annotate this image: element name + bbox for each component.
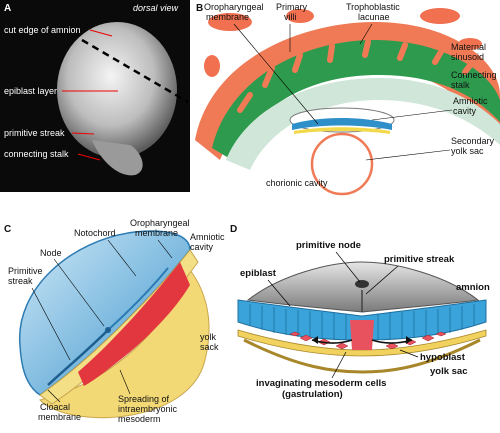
leader-line — [335, 251, 361, 283]
amnion-cut-dashed-line — [81, 38, 189, 104]
label-connecting-stalk: connecting stalk — [4, 149, 69, 159]
label-c-node: Node — [40, 248, 62, 258]
leader-line — [365, 149, 451, 161]
notochord-line — [107, 267, 169, 331]
connecting-stalk-shape — [92, 140, 143, 176]
label-d-primitive-node: primitive node — [296, 240, 361, 251]
maternal-sinusoid — [286, 9, 314, 23]
secondary-yolk-sac — [310, 132, 374, 196]
primitive-streak-line — [47, 329, 109, 386]
leader-line — [53, 258, 105, 327]
hypoblast-cell-layer — [237, 329, 487, 357]
yolk-sac-line — [243, 338, 481, 374]
epiblast-layer — [292, 118, 392, 130]
leader-line — [119, 369, 131, 395]
leader-line — [77, 153, 101, 161]
leader-line — [233, 23, 319, 125]
label-d-yolk-sac: yolk sac — [430, 366, 468, 377]
panel-a: A dorsal view cut edge of amnion epiblas… — [0, 0, 190, 192]
invaginating-mesoderm — [350, 320, 374, 350]
maternal-sinusoid — [208, 13, 252, 31]
leader-line — [31, 287, 71, 361]
panel-d-letter: D — [230, 224, 237, 235]
leader-line — [359, 23, 373, 45]
leader-line — [71, 132, 95, 135]
cytotrophoblast-layer — [212, 40, 500, 160]
label-d-epiblast: epiblast — [240, 268, 277, 279]
leader-line — [47, 389, 61, 403]
leader-line — [267, 279, 291, 307]
primitive-node-pit — [355, 280, 369, 288]
label-d-amnion: amnion — [456, 282, 490, 293]
epiblast-cell-borders — [249, 304, 475, 340]
leader-line — [365, 265, 399, 295]
hypoblast-layer — [294, 127, 390, 134]
panel-d: D primitive node primitive streak epibla… — [230, 224, 490, 400]
label-d-primitive-streak: primitive streak — [384, 254, 455, 265]
mesoderm-arrowhead-left — [312, 336, 318, 344]
label-d-invaginating: invaginating mesoderm cells(gastrulation… — [256, 378, 386, 400]
maternal-sinusoid — [420, 8, 460, 24]
trophoblastic-lacunae — [237, 39, 477, 113]
yolk-sac-shape — [39, 268, 210, 419]
panel-a-letter: A — [4, 3, 11, 14]
leader-line — [157, 239, 173, 259]
maternal-sinusoid — [204, 55, 220, 77]
mesoderm-arrowhead-right — [406, 336, 412, 344]
label-c-notochord: Notochord — [74, 228, 116, 238]
panel-c-letter: C — [4, 224, 11, 235]
epiblast-disc — [57, 22, 177, 158]
leader-line — [107, 239, 137, 277]
label-primitive-streak: primitive streak — [4, 128, 65, 138]
leader-line — [399, 349, 419, 358]
panel-a-view-label: dorsal view — [133, 3, 179, 13]
label-cut-edge-of-amnion: cut edge of amnion — [4, 25, 81, 35]
extraembryonic-mesoderm — [226, 78, 500, 170]
panel-b-letter: B — [196, 3, 203, 14]
mesoderm-cells — [289, 331, 447, 350]
leader-line — [89, 29, 113, 37]
label-b-chorionic-cavity: chorionic cavity — [266, 178, 328, 188]
primitive-node — [105, 327, 111, 333]
leader-line — [331, 351, 347, 379]
label-d-hypoblast: hypoblast — [420, 352, 466, 363]
label-epiblast-layer: epiblast layer — [4, 86, 57, 96]
leader-line — [371, 109, 453, 121]
intraembryonic-mesoderm — [78, 262, 190, 386]
